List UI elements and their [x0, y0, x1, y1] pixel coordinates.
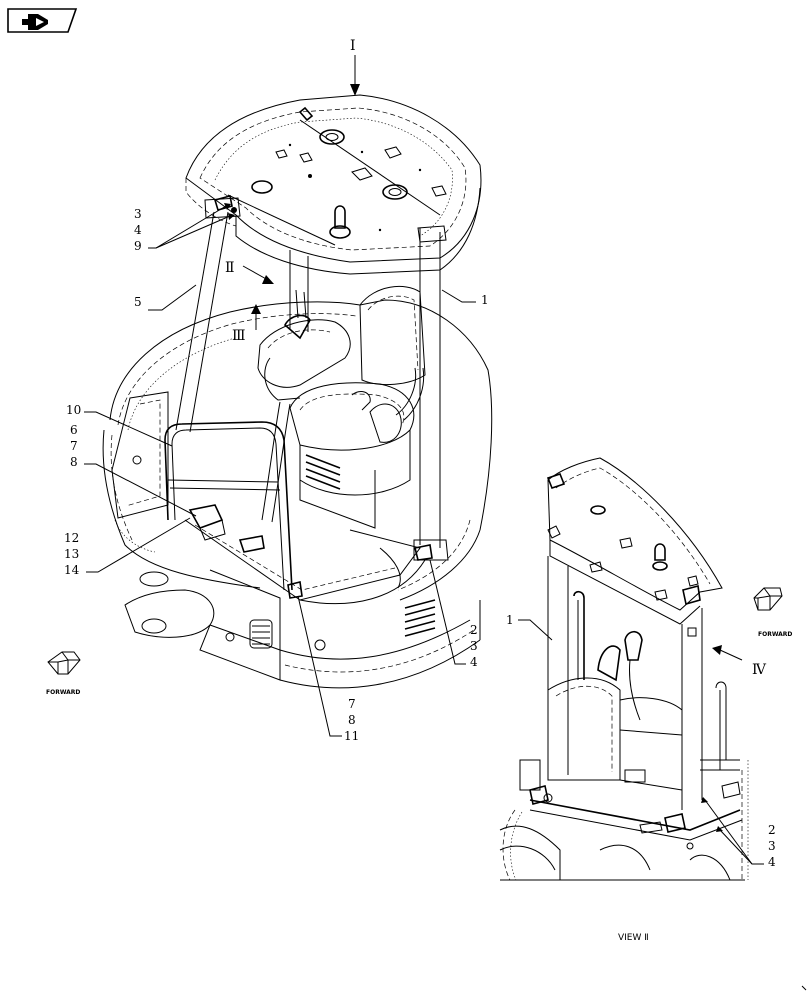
- grille: [249, 599, 436, 649]
- detail-callout-frame: 1: [506, 613, 553, 641]
- callout-label: 1: [506, 613, 514, 627]
- callout-group-left-side: 10 6 7 8: [66, 403, 197, 517]
- view-arrow-iii: Ⅲ: [232, 304, 261, 344]
- callout-label: 4: [768, 855, 776, 869]
- callout-label: 8: [348, 713, 356, 727]
- navigation-icon[interactable]: [7, 8, 78, 33]
- callout-rear-post: 5: [134, 284, 197, 311]
- callout-label: 3: [134, 207, 142, 221]
- callout-label: 14: [64, 563, 80, 577]
- callout-label: 11: [344, 729, 359, 743]
- forward-label: FORWARD: [758, 631, 792, 638]
- operator-seat: [289, 285, 426, 529]
- callout-group-upper-left: 3 4 9: [134, 203, 235, 253]
- callout-label: 13: [64, 547, 79, 561]
- forward-direction-icon: FORWARD: [753, 587, 792, 638]
- callout-label: 5: [134, 295, 142, 309]
- machine-body: [102, 299, 493, 689]
- forward-label: FORWARD: [46, 689, 80, 696]
- mount-hardware: [188, 195, 433, 599]
- cab-floor: [184, 519, 426, 605]
- canopy-assembly-main-view: [102, 94, 493, 689]
- callout-label: 8: [70, 455, 78, 469]
- rear-right-post: [289, 250, 309, 332]
- callout-label: 3: [470, 639, 478, 653]
- control-console: [257, 289, 425, 523]
- canopy-roof: [185, 94, 482, 275]
- view-arrow-i-label: Ⅰ: [350, 38, 356, 54]
- callout-group-left-lower: 12 13 14: [64, 517, 191, 577]
- callout-label: 2: [470, 623, 478, 637]
- callout-label: 2: [768, 823, 776, 837]
- view-arrow-i: Ⅰ: [350, 38, 360, 96]
- view-label: VIEW Ⅱ: [618, 933, 649, 943]
- callout-label: 6: [70, 423, 78, 437]
- view-arrow-iv-label: Ⅳ: [752, 662, 767, 678]
- callout-label: 4: [134, 223, 142, 237]
- callout-group-front-center: 7 8 11: [297, 595, 359, 743]
- rear-left-post: [175, 197, 241, 433]
- front-right-post: [413, 225, 449, 561]
- view-arrow-iii-label: Ⅲ: [232, 328, 246, 344]
- callout-label: 4: [470, 655, 478, 669]
- callout-label: 9: [134, 239, 142, 253]
- callout-label: 7: [348, 697, 356, 711]
- callout-label: 3: [768, 839, 776, 853]
- view-arrow-ii-label: Ⅱ: [225, 260, 235, 276]
- detail-view-ii: [499, 457, 749, 881]
- detail-callout-mounts: 2 3 4: [701, 797, 776, 869]
- callout-right-post: 1: [441, 289, 489, 307]
- callout-label: 12: [64, 531, 79, 545]
- callout-label: 7: [70, 439, 78, 453]
- view-arrow-iv: Ⅳ: [712, 645, 767, 678]
- callout-label: 1: [481, 293, 489, 307]
- handrail-frame: [164, 421, 293, 591]
- callout-group-front-right: 2 3 4: [429, 559, 478, 669]
- callout-label: 10: [66, 403, 81, 417]
- view-arrow-ii: Ⅱ: [225, 260, 274, 284]
- forward-direction-icon: FORWARD: [46, 651, 81, 696]
